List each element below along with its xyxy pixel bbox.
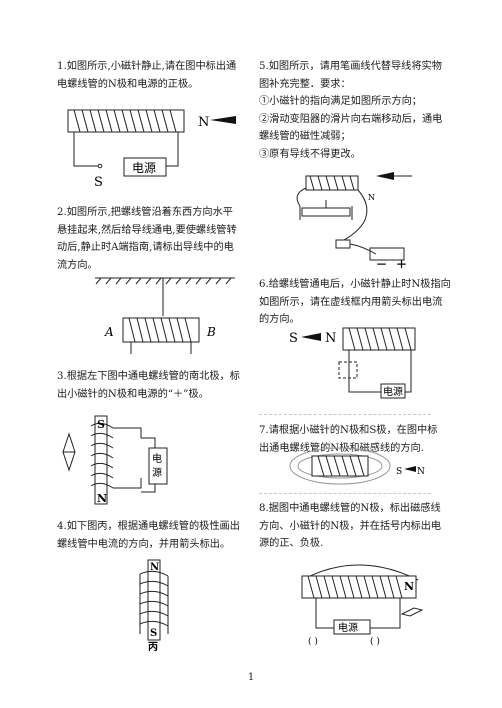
question-line: 源的正、负极.: [259, 538, 324, 549]
label-s: S: [289, 331, 298, 346]
label-s: S: [150, 628, 157, 639]
bracket-right: ( ): [370, 636, 380, 647]
question-8-text: 8.据图中通电螺线管的N极，标出磁感线 方向、小磁针的N极，并在括号内标出电 源…: [259, 500, 441, 553]
question-5-text: 5.如图所示，请用笔画线代替导线将实物 图补充完整．要求： ①小磁针的指向满足如…: [259, 58, 442, 163]
question-line: 3.根据左下图中通电螺线管的南北极，标: [57, 371, 240, 382]
power-source-label: 电: [152, 452, 162, 465]
question-3-text: 3.根据左下图中通电螺线管的南北极，标 出小磁针的N极和电源的“＋”极。: [57, 368, 240, 403]
question-1-text: 1.如图所示,小磁针静止,请在图中标出通 电螺线管的N极和电源的正极。: [57, 58, 236, 93]
figure-caption: 丙: [148, 641, 158, 652]
dashed-answer-box: [338, 361, 358, 379]
figure-8-solenoid-circuit: N 电源 ( ) ( ): [301, 564, 424, 647]
question-line: 方向、小磁针的N极，并在括号内标出电: [259, 520, 442, 532]
question-line: ②滑动变阻器的滑片向右端移动后，通电: [259, 113, 443, 125]
figure-5-circuit: N － ＋: [296, 172, 412, 268]
label-s: S: [396, 467, 402, 477]
label-plus: ＋: [396, 258, 407, 268]
question-line: 出小磁针的N极和电源的“＋”极。: [57, 388, 209, 400]
question-line: 螺线管中电流的方向，并用箭头标出。: [57, 538, 231, 550]
compass-needle-icon: [404, 466, 416, 472]
label-s: S: [94, 175, 103, 190]
power-source-label: 电源: [383, 385, 403, 398]
label-n: N: [417, 467, 425, 477]
question-line: 8.据图中通电螺线管的N极，标出磁感线: [259, 503, 441, 514]
divider: [259, 493, 431, 494]
question-line: 2.如图所示,把螺线管沿着东西方向水平: [57, 207, 233, 218]
compass-needle-icon: [376, 172, 394, 180]
question-line: 图补充完整．要求：: [259, 78, 351, 90]
question-line: 7.请根据小磁针的N极和S极，在图中标: [259, 425, 438, 436]
figure-4-bar-magnet-solenoid: N S 丙: [139, 559, 169, 652]
label-s: S: [97, 418, 105, 431]
label-n: N: [325, 331, 336, 346]
label-b: B: [206, 325, 216, 339]
question-line: 悬挂起来,然后给导线通电,要使螺线管转: [57, 224, 237, 236]
question-line: 的方向。: [259, 314, 300, 325]
question-line: ③原有导线不得更改。: [259, 148, 361, 160]
question-2-text: 2.如图所示,把螺线管沿着东西方向水平 悬挂起来,然后给导线通电,要使螺线管转 …: [57, 204, 237, 274]
question-line: 5.如图所示，请用笔画线代替导线将实物: [259, 61, 442, 72]
question-line: 6.给螺线管通电后，小磁针静止时N极指向: [259, 279, 451, 290]
figure-7-solenoid-field: S N: [289, 447, 425, 485]
question-line: 4.如下图丙，根据通电螺线管的极性画出: [57, 521, 240, 532]
label-n: N: [198, 115, 209, 130]
label-a: A: [104, 325, 114, 339]
label-n: N: [97, 492, 107, 505]
question-line: 如图所示，请在虚线框内用箭头标出电流: [259, 296, 443, 308]
power-source-label: 电源: [132, 161, 156, 175]
figure-1-solenoid: N S 电源: [67, 109, 236, 190]
label-n: N: [404, 580, 414, 593]
compass-needle-icon: [301, 333, 321, 341]
label-n: N: [150, 562, 159, 573]
question-4-text: 4.如下图丙，根据通电螺线管的极性画出 螺线管中电流的方向，并用箭头标出。: [57, 518, 240, 553]
question-line: 电螺线管的N极和电源的正极。: [57, 78, 199, 90]
figure-6-solenoid: S N 电源: [289, 327, 416, 399]
question-line: ①小磁针的指向满足如图所示方向；: [259, 96, 422, 107]
question-line: 流方向。: [57, 259, 98, 271]
compass-needle-icon: [210, 116, 236, 124]
question-line: 动后,静止时A端指南,请标出导线中的电: [57, 242, 234, 253]
figure-2-hanging-solenoid: A B: [95, 277, 235, 354]
divider: [259, 414, 431, 415]
question-line: 1.如图所示,小磁针静止,请在图中标出通: [57, 61, 237, 72]
page-number: 1: [247, 672, 255, 683]
figure-3-vertical-solenoid: S N 电 源: [62, 415, 168, 505]
compass-needle-icon: [400, 607, 424, 617]
question-line: 螺线管的磁性减弱；: [259, 131, 351, 142]
question-6-text: 6.给螺线管通电后，小磁针静止时N极指向 如图所示，请在虚线框内用箭头标出电流 …: [259, 276, 451, 329]
power-source-label: 源: [152, 466, 162, 479]
bracket-left: ( ): [308, 636, 318, 647]
power-source-label: 电源: [338, 621, 358, 634]
label-n: N: [368, 193, 375, 202]
label-minus: －: [376, 258, 387, 268]
